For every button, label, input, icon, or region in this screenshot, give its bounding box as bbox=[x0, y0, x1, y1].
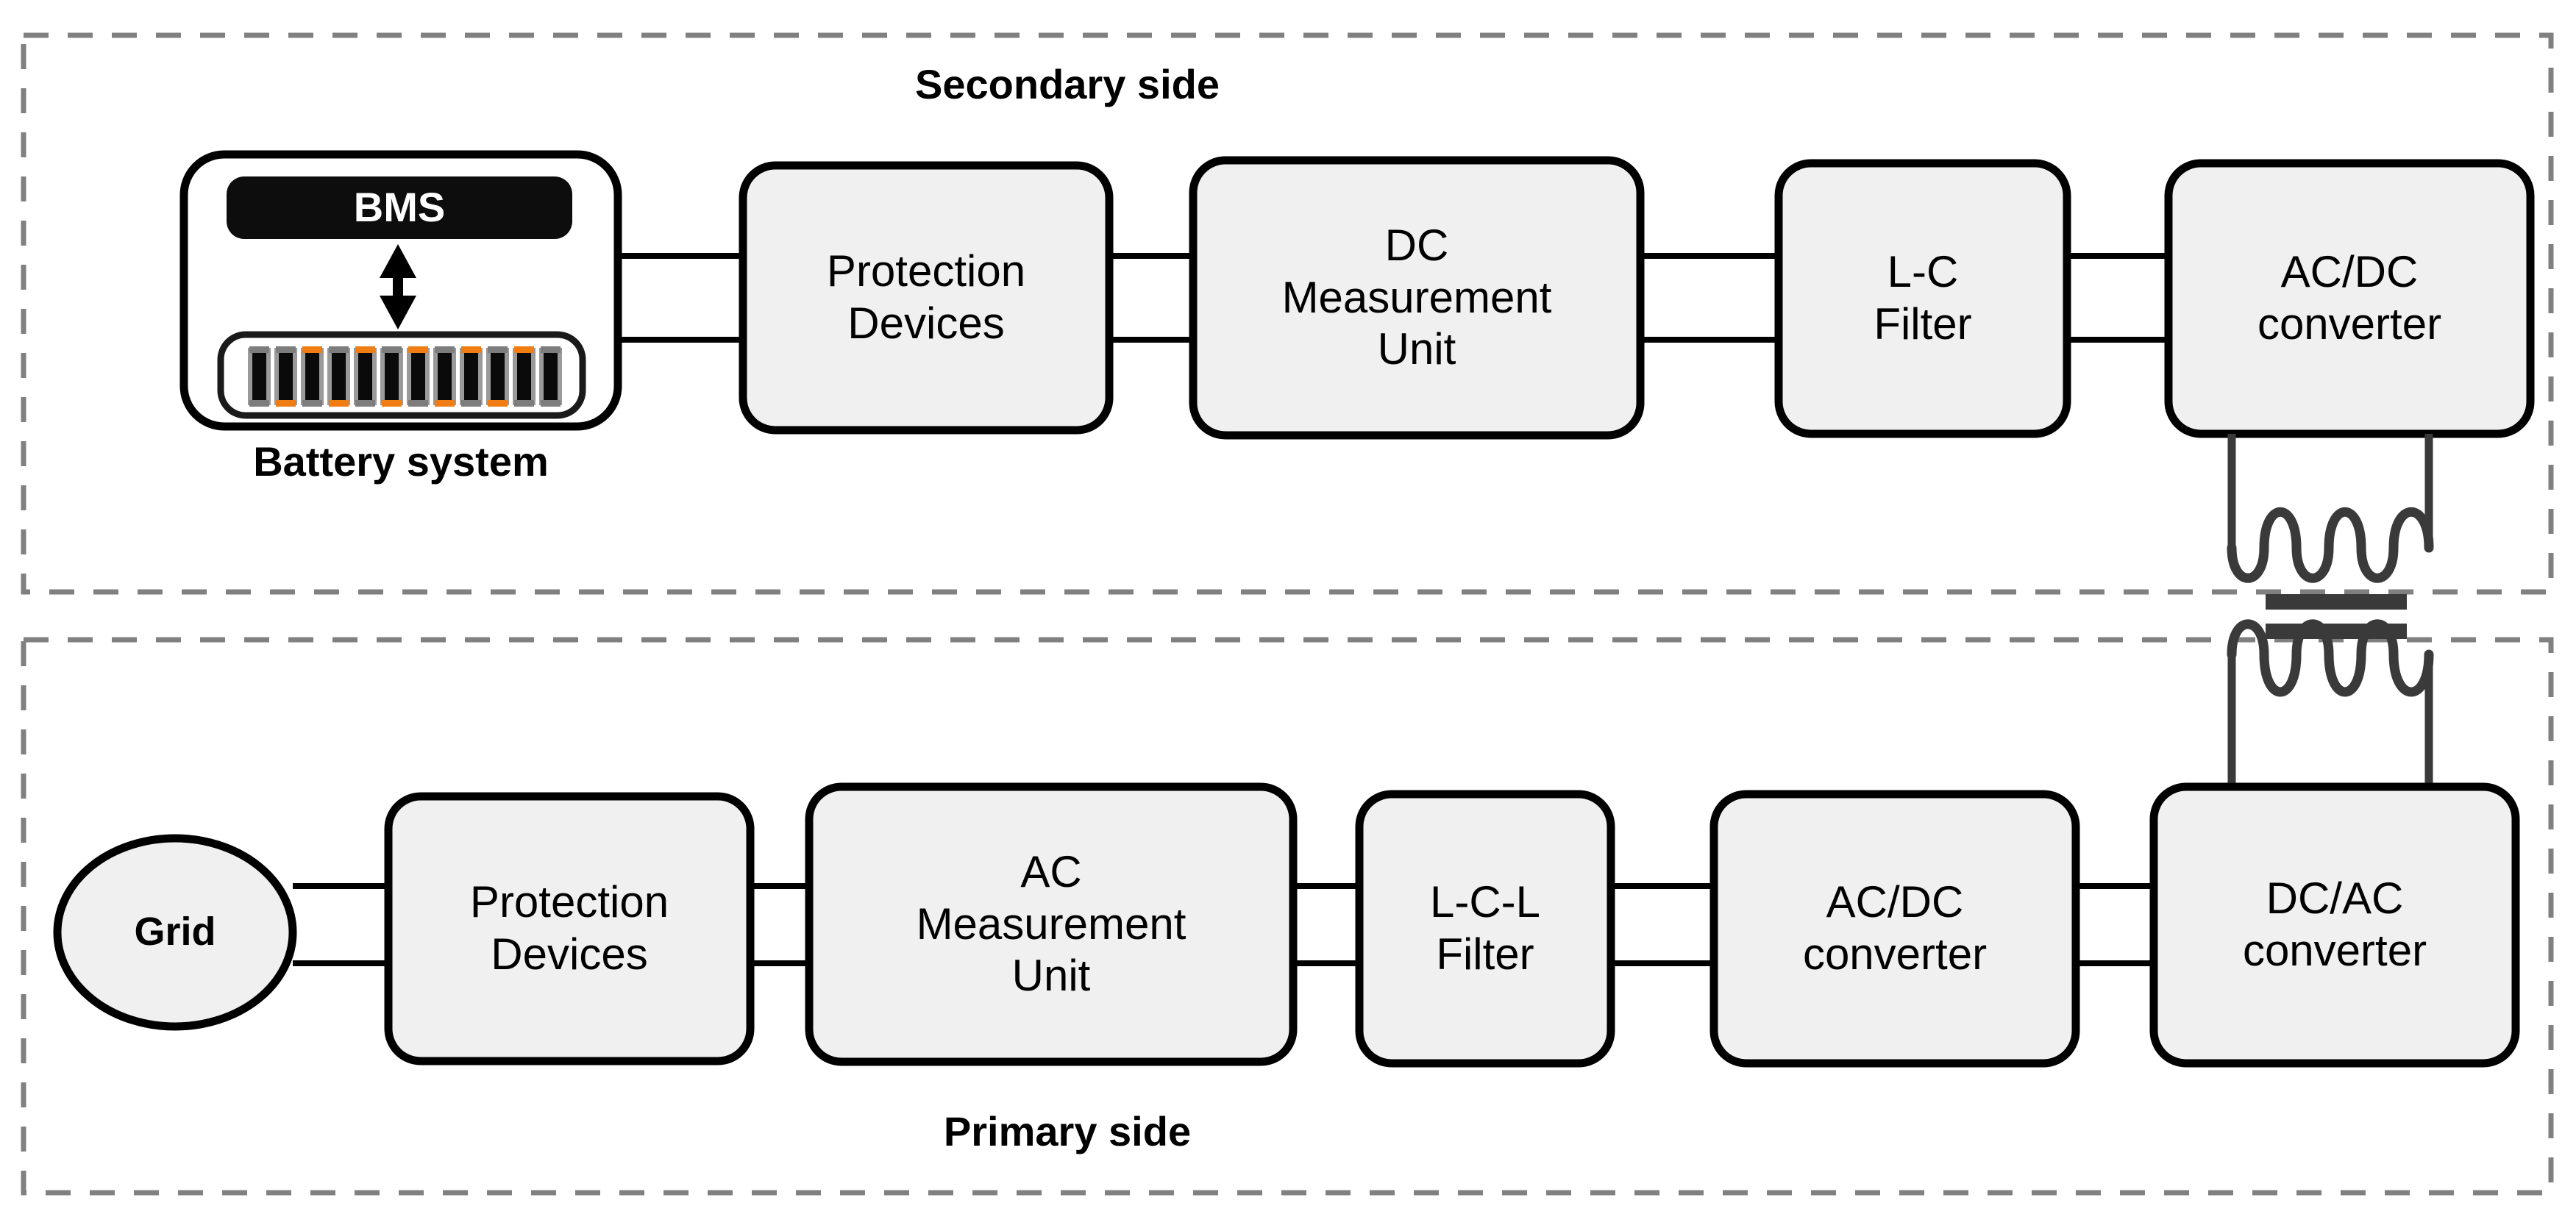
battery-cells bbox=[248, 346, 562, 407]
block-pri-ac-measurement[interactable] bbox=[805, 782, 1298, 1066]
block-sec-lc-filter[interactable] bbox=[1774, 159, 2071, 438]
block-sec-protection[interactable] bbox=[739, 161, 1114, 435]
block-sec-acdc[interactable] bbox=[2164, 159, 2535, 438]
transformer-core-bar-top bbox=[2266, 594, 2407, 610]
bms-plate bbox=[227, 176, 572, 239]
block-pri-lcl-filter[interactable] bbox=[1355, 790, 1615, 1068]
block-pri-protection[interactable] bbox=[384, 792, 755, 1065]
source-grid[interactable] bbox=[53, 834, 297, 1031]
block-sec-dc-measurement[interactable] bbox=[1189, 156, 1645, 440]
isolation-transformer[interactable] bbox=[2227, 434, 2434, 787]
block-pri-dcac[interactable] bbox=[2149, 782, 2520, 1068]
bms-bidirectional-arrow-icon bbox=[380, 244, 416, 329]
block-pri-acdc[interactable] bbox=[1709, 790, 2080, 1068]
primary-side-region bbox=[21, 637, 2554, 1196]
secondary-side-region bbox=[21, 32, 2554, 595]
